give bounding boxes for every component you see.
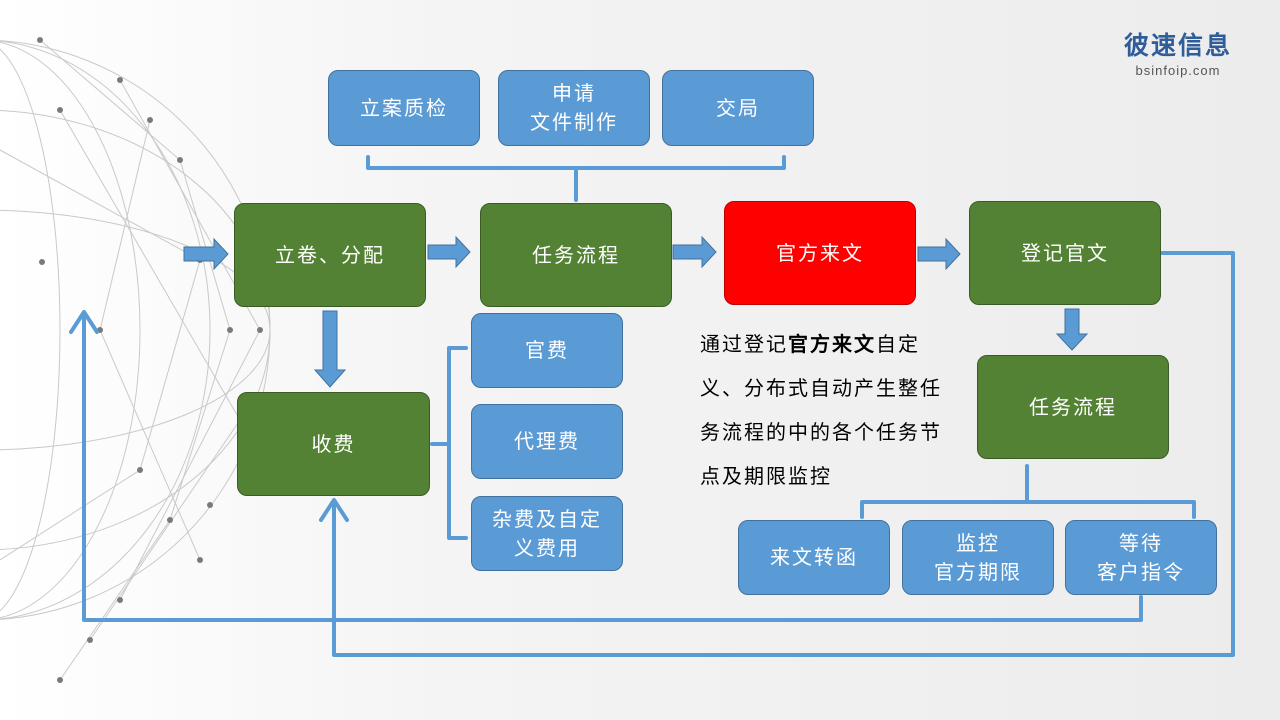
node-file-to-office[interactable]: 交局	[662, 70, 814, 146]
note-prefix: 通过登记	[700, 332, 788, 356]
node-case-quality-check[interactable]: 立案质检	[328, 70, 480, 146]
node-application-drafting[interactable]: 申请 文件制作	[498, 70, 650, 146]
node-task-flow-main[interactable]: 任务流程	[480, 203, 672, 307]
node-agency-fee[interactable]: 代理费	[471, 404, 623, 479]
brand-domain: bsinfoip.com	[1135, 63, 1221, 78]
node-task-flow-sub[interactable]: 任务流程	[977, 355, 1169, 459]
description-note: 通过登记官方来文自定义、分布式自动产生整任务流程的中的各个任务节点及期限监控	[700, 322, 950, 498]
note-suffix: 自定义、分布式自动产生整任务流程的中的各个任务节点及期限监控	[700, 332, 942, 488]
node-forward-correspondence[interactable]: 来文转函	[738, 520, 890, 595]
node-misc-custom-fees[interactable]: 杂费及自定 义费用	[471, 496, 623, 571]
node-register-official-doc[interactable]: 登记官文	[969, 201, 1161, 305]
node-official-correspondence[interactable]: 官方来文	[724, 201, 916, 305]
node-await-client-instruction[interactable]: 等待 客户指令	[1065, 520, 1217, 595]
node-fee-collection[interactable]: 收费	[237, 392, 430, 496]
note-highlight: 官方来文	[788, 332, 876, 356]
node-monitor-deadlines[interactable]: 监控 官方期限	[902, 520, 1054, 595]
brand-logo: 彼速信息 bsinfoip.com	[1124, 26, 1232, 78]
node-official-fee[interactable]: 官费	[471, 313, 623, 388]
node-filing-assignment[interactable]: 立卷、分配	[234, 203, 426, 307]
brand-name: 彼速信息	[1123, 31, 1232, 60]
